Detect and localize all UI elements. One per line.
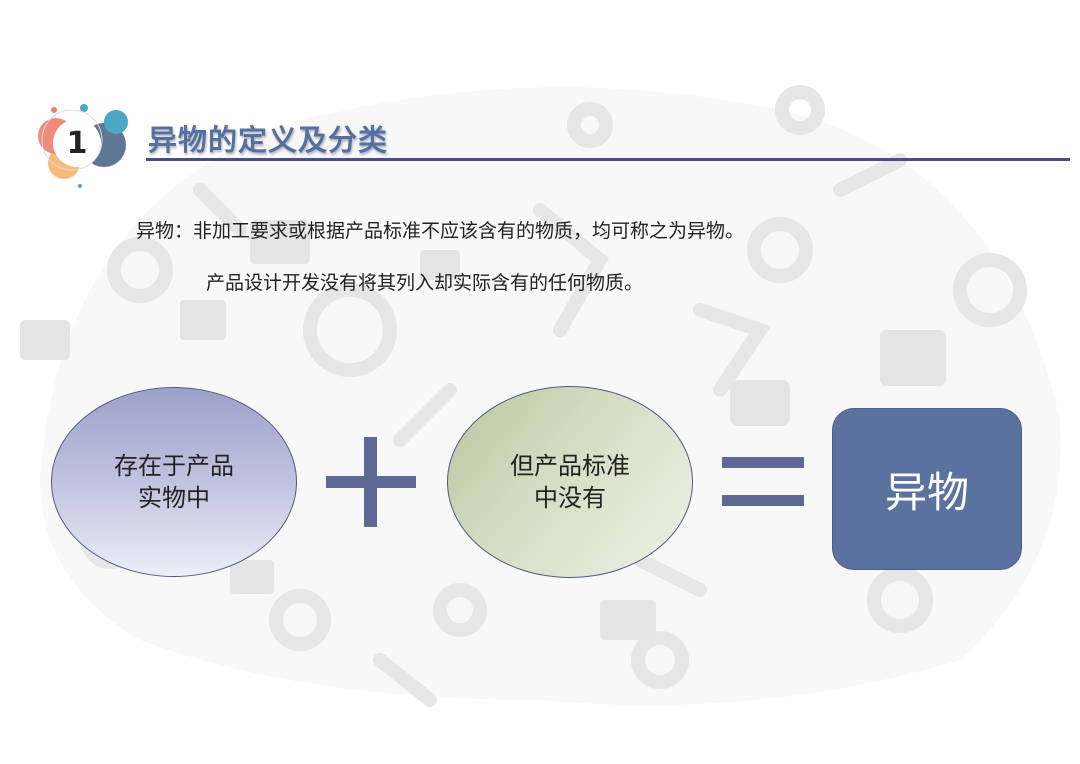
result-box: 异物	[832, 408, 1022, 570]
term-1-text: 存在于产品 实物中	[114, 450, 234, 514]
term-1-line-1: 存在于产品	[114, 452, 234, 480]
equals-sign-bottom-bar	[722, 495, 804, 506]
term-2-ellipse: 但产品标准 中没有	[447, 386, 693, 578]
definition-text-line-2: 产品设计开发没有将其列入却实际含有的任何物质。	[206, 272, 644, 294]
term-1-ellipse: 存在于产品 实物中	[51, 387, 297, 577]
title-underline	[146, 158, 1070, 161]
term-2-line-1: 但产品标准	[510, 452, 630, 480]
plus-sign-horizontal	[326, 476, 416, 488]
section-number: 1	[66, 125, 88, 161]
term-1-line-2: 实物中	[138, 484, 210, 512]
definition-text-line-1: 异物：非加工要求或根据产品标准不应该含有的物质，均可称之为异物。	[136, 220, 745, 242]
equals-sign-top-bar	[722, 457, 804, 468]
section-number-badge	[38, 104, 128, 188]
term-2-text: 但产品标准 中没有	[510, 450, 630, 514]
result-label: 异物	[884, 467, 969, 517]
section-title: 异物的定义及分类	[148, 123, 389, 157]
term-2-line-2: 中没有	[534, 484, 606, 512]
